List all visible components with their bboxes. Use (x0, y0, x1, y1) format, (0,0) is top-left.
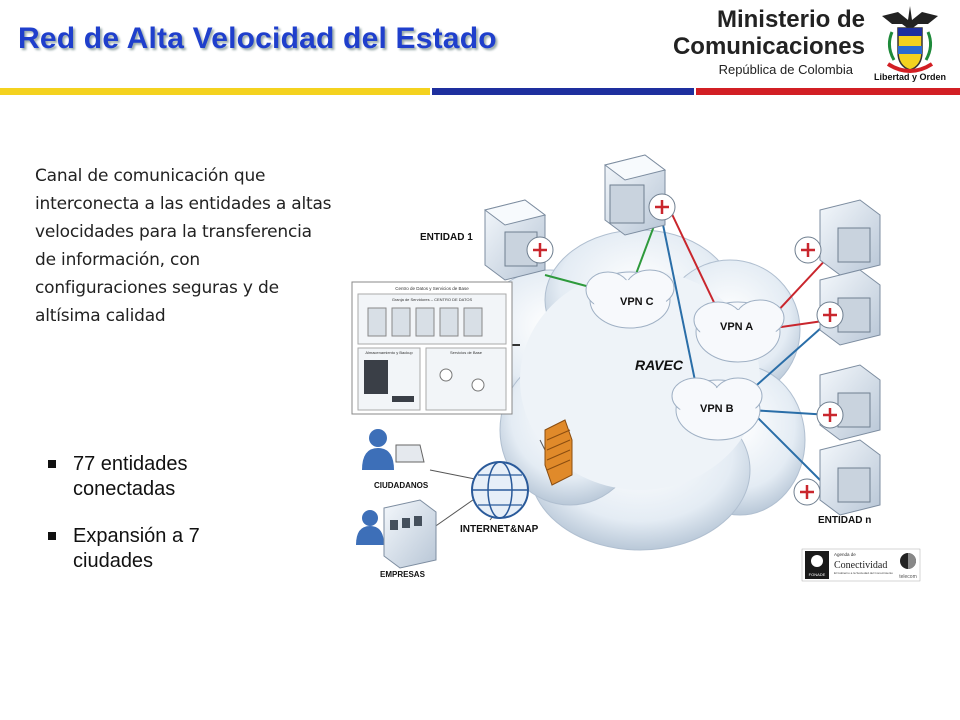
companies-label: EMPRESAS (380, 570, 426, 579)
vpn-c-label: VPN C (620, 296, 654, 308)
fonade-logo-text: FONADE (809, 572, 826, 577)
datacenter-panel: Centro de Datos y Servicios de Base Gran… (351, 281, 513, 415)
bullet-text: Expansión a 7 ciudades (73, 525, 200, 572)
entidad-n-label: ENTIDAD n (818, 515, 871, 526)
server-top (603, 154, 676, 236)
internet-label: INTERNET&NAP (460, 524, 539, 535)
bullet-text: 77 entidades conectadas (73, 453, 188, 500)
header-band-blue (432, 88, 694, 95)
coat-of-arms-icon (882, 6, 938, 73)
bullet-marker-icon (48, 532, 56, 540)
server-right-3 (816, 364, 881, 441)
vpn-b-label: VPN B (700, 403, 734, 415)
network-diagram: VPN C VPN A VPN B RAVEC (351, 154, 921, 582)
server-right-2 (816, 269, 881, 346)
agency-logo-small: Agenda de (834, 552, 856, 557)
ravec-label: RAVEC (635, 357, 684, 373)
ministry-line-1: Ministerio de (716, 6, 865, 33)
companies-building-icon (356, 499, 437, 569)
bullet-item: Expansión a 7 ciudades (48, 524, 263, 574)
partner-logos: FONADE Agenda de Conectividad El Gobiern… (801, 548, 921, 582)
datacenter-services-label: Servicios de Base (450, 350, 483, 355)
page-title: Red de Alta Velocidad del Estado (18, 22, 497, 55)
internet-globe-icon (471, 461, 529, 519)
crest-motto: Libertad y Orden (873, 72, 946, 82)
ministry-name: Ministerio de Comunicaciones República d… (673, 6, 865, 80)
citizens-label: CIUDADANOS (374, 481, 429, 490)
header-band-yellow (0, 88, 430, 95)
server-entidad-n (793, 439, 881, 516)
vpn-c-cloud (585, 269, 675, 329)
datacenter-storage-label: Almacenamiento y Backup (365, 350, 413, 355)
vpn-a-label: VPN A (720, 321, 753, 333)
server-right-1 (794, 199, 881, 276)
header-band-red (696, 88, 960, 95)
agency-logo: Conectividad (834, 560, 887, 571)
entidad-1-label: ENTIDAD 1 (420, 232, 473, 243)
vpn-b-cloud (671, 377, 763, 441)
vpn-a-cloud (693, 299, 785, 363)
bullet-item: 77 entidades conectadas (48, 452, 263, 502)
telecom-logo: telecom (899, 574, 917, 580)
agency-logo-sub: El Gobierno a la Sociedad del Conocimien… (834, 571, 893, 575)
firewall-icon (544, 419, 573, 486)
ministry-line-2: Comunicaciones (672, 33, 865, 60)
bullet-list: 77 entidades conectadas Expansión a 7 ci… (48, 452, 263, 596)
bullet-marker-icon (48, 460, 56, 468)
datacenter-title: Centro de Datos y Servicios de Base (395, 286, 469, 291)
datacenter-servers-label: Granja de Servidores – CENTRO DE DATOS (392, 297, 473, 302)
server-entidad-1 (483, 199, 554, 281)
citizens-user-icon (362, 429, 425, 470)
description-text: Canal de comunicación que interconecta a… (35, 166, 332, 326)
ministry-line-3: República de Colombia (718, 62, 853, 77)
